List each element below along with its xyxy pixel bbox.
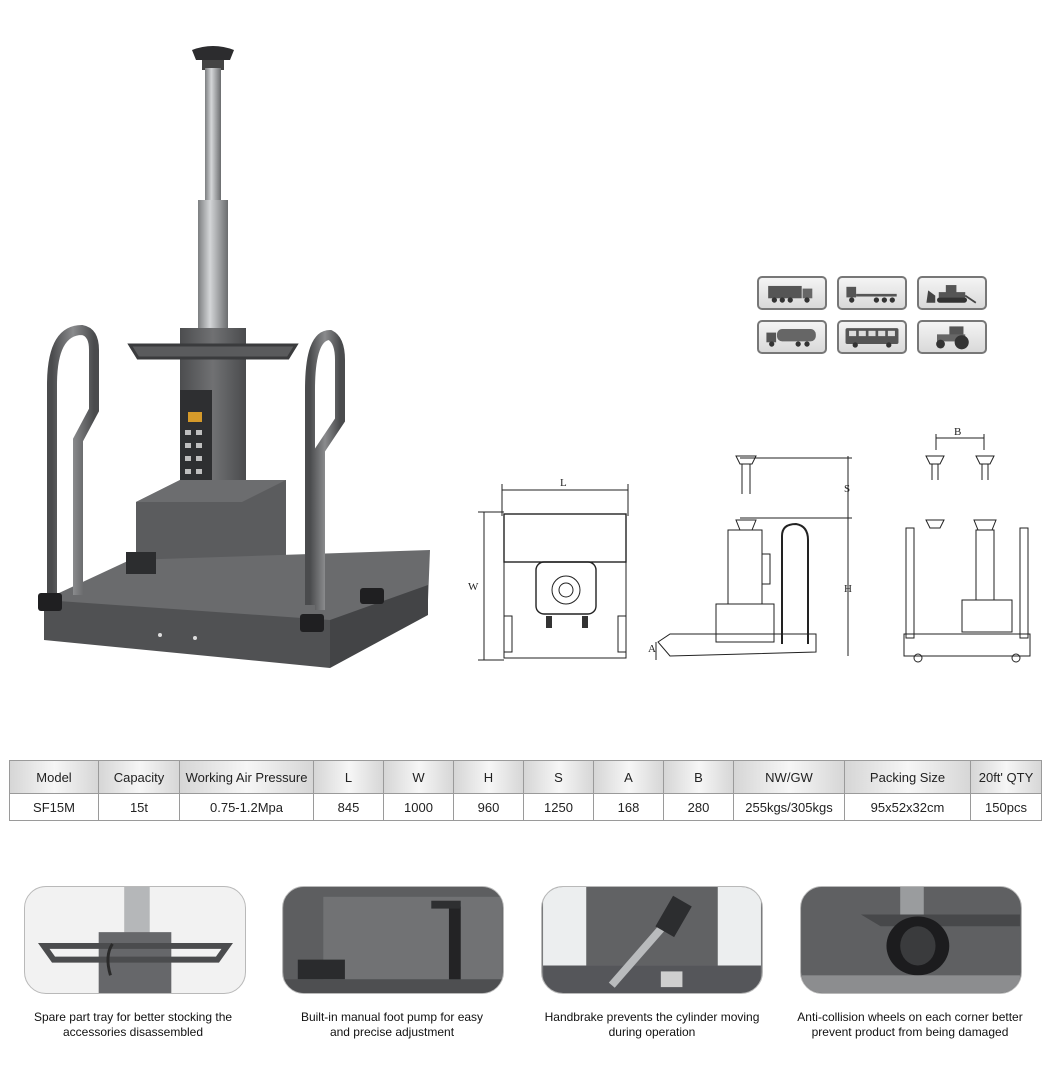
front-view-drawing: B <box>903 426 1031 663</box>
column-header: A <box>593 760 664 794</box>
truck-icon <box>757 276 827 310</box>
table-cell: 0.75-1.2Mpa <box>179 793 314 821</box>
table-cell: 255kgs/305kgs <box>733 793 845 821</box>
column-header: H <box>453 760 524 794</box>
feature-caption: Anti-collision wheels on each corner bet… <box>797 1010 1023 1039</box>
column-header: S <box>523 760 594 794</box>
table-cell: 168 <box>593 793 664 821</box>
feature-image-wheel <box>800 886 1022 994</box>
spec-table: Model Capacity Working Air Pressure L W … <box>9 760 1042 821</box>
feature-caption: Built-in manual foot pump for easy and p… <box>300 1010 484 1039</box>
feature-image-tray <box>24 886 246 994</box>
tanker-truck-icon <box>757 320 827 354</box>
dim-label-a: A <box>648 643 656 655</box>
column-header: Capacity <box>98 760 180 794</box>
table-cell: 150pcs <box>970 793 1042 821</box>
feature-caption: Spare part tray for better stocking the … <box>33 1010 233 1039</box>
column-header: B <box>663 760 734 794</box>
dim-label-l: L <box>560 477 567 489</box>
dim-label-b: B <box>954 426 961 438</box>
column-header: Working Air Pressure <box>179 760 314 794</box>
column-header: 20ft' QTY <box>970 760 1042 794</box>
feature-caption: Handbrake prevents the cylinder moving d… <box>544 1010 760 1039</box>
product-image <box>38 46 430 668</box>
bus-icon <box>837 320 907 354</box>
table-cell: 95x52x32cm <box>844 793 971 821</box>
tractor-icon <box>917 320 987 354</box>
dim-label-w: W <box>468 581 479 593</box>
column-header: NW/GW <box>733 760 845 794</box>
table-cell: 845 <box>313 793 384 821</box>
column-header: L <box>313 760 384 794</box>
dimension-drawings: L W S H A B <box>468 426 1031 663</box>
table-cell: 960 <box>453 793 524 821</box>
top-view-drawing: L W <box>468 477 629 661</box>
table-header-row: Model Capacity Working Air Pressure L W … <box>9 760 1042 794</box>
feature-image-foot-pump <box>282 886 504 994</box>
dim-label-s: S <box>844 483 850 495</box>
dim-label-h: H <box>844 583 852 595</box>
table-cell: SF15M <box>9 793 99 821</box>
column-header: Model <box>9 760 99 794</box>
flatbed-truck-icon <box>837 276 907 310</box>
bulldozer-icon <box>917 276 987 310</box>
table-cell: 1000 <box>383 793 454 821</box>
feature-image-handbrake <box>541 886 763 994</box>
column-header: W <box>383 760 454 794</box>
table-row: SF15M 15t 0.75-1.2Mpa 845 1000 960 1250 … <box>9 793 1042 821</box>
table-cell: 15t <box>98 793 180 821</box>
table-cell: 1250 <box>523 793 594 821</box>
column-header: Packing Size <box>844 760 971 794</box>
side-view-drawing: S H A <box>648 455 852 660</box>
table-cell: 280 <box>663 793 734 821</box>
